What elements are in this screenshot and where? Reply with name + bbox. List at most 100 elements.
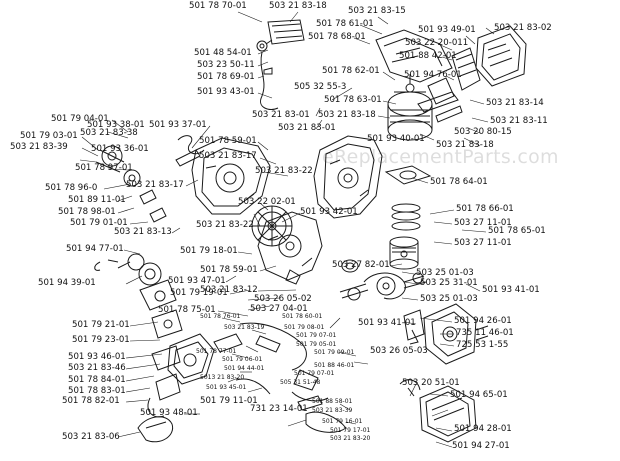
part-label: 501 94 77-01 [66,244,124,254]
part-label: 503 22 20-011 [405,38,469,48]
part-label: 503 21 83-46 [68,363,126,373]
part-label: 501 94 65-01 [450,390,508,400]
part-label: 501 48 54-01 [194,48,252,58]
part-label: 503 21 83-18 [318,110,376,120]
crankshaft [339,272,427,301]
part-label: 501 79 23-01 [72,335,130,345]
part-label: 501 93 43-01 [197,87,255,97]
part-label: 725 53 1-55 [456,340,509,350]
part-label: 503 21 83-22 [196,220,254,230]
part-label: 503 21 83-20 [330,435,371,442]
part-label: 501 79 03-01 [20,131,78,141]
cylinder [387,74,433,141]
handle-grip [137,345,181,443]
part-label: 501 78 75-01 [158,305,216,315]
part-label: 501 79 07-01 [294,370,335,377]
part-label: 501 94 44-01 [224,365,265,372]
part-label: 501 94 26-01 [454,316,512,326]
part-label: 503 21 83-11 [490,116,548,126]
part-label: 503 21 83-17 [126,180,184,190]
part-label: 501 79 09-01 [314,349,355,356]
crankcase [313,135,383,219]
air-filter-cover [475,25,527,87]
part-label: 503 21 83-02 [494,23,552,33]
part-label: 501 89 11-01 [68,195,126,205]
throttle-cable [235,322,329,402]
part-label: 501 79 07-01 [296,332,337,339]
part-label: 503 21 83-13 [114,227,172,237]
part-label: 501 79 05-01 [296,341,337,348]
part-label: 501 94 28-01 [454,424,512,434]
part-label: 503 21 83-01 [252,110,310,120]
part-label: 503 27 82-01 [332,260,390,270]
muffler [399,379,477,443]
part-label: 503 25 01-03 [416,268,474,278]
part-label: 501 79 18-01 [180,246,238,256]
part-label: 501 93 49-01 [418,25,476,35]
part-label: 501 93 36-01 [91,144,149,154]
ignition-coil [256,19,305,110]
cylinder-gasket [384,165,432,185]
part-label: 501 78 64-01 [430,177,488,187]
part-label: 503 27 11-01 [454,218,512,228]
part-label: 503 25 31-01 [420,278,478,288]
part-label: 501 78 82-01 [62,396,120,406]
part-label: 503 21 83-01 [278,123,336,133]
clutch-spring [175,135,205,167]
part-label: 501 79 11-01 [200,396,258,406]
part-label: 501 93 37-01 [149,120,207,130]
part-label: 503 21 83-15 [348,6,406,16]
part-label: 503 21 83-39 [312,407,353,414]
part-label: 503 20 80-15 [454,127,512,137]
part-label: 501 93 40-01 [367,134,425,144]
air-filter [451,47,481,91]
part-label: 501 78 60-01 [282,313,323,320]
piston [389,236,419,270]
part-label: 503 21 83-18 [269,1,327,11]
part-label: 503 26 05-02 [254,294,312,304]
part-label: 501 79 16-01 [322,418,363,425]
part-label: 501 78 77-01 [196,348,237,355]
part-label: 501 78 84-01 [68,375,126,385]
carburetor [423,303,489,365]
starter-pulley [95,145,167,223]
part-label: 503 21 83-18 [436,140,494,150]
watermark: eReplacementParts.com [322,146,559,168]
part-label: 503 21 83-06 [62,432,120,442]
part-label: 501 78 98-01 [58,207,116,217]
part-label: 503 21 83-39 [10,142,68,152]
part-label: 501 88 42-01 [399,51,457,61]
part-label: 503 21 83-14 [486,98,544,108]
part-label: 501 78 96-0 [45,183,98,193]
part-label: 501 93 42-01 [300,207,358,217]
part-label: 501 78 63-01 [324,95,382,105]
part-label: 501 78 62-01 [322,66,380,76]
part-label: 503 21 83-22 [255,166,313,176]
part-label: 501 94 27-01 [452,441,510,451]
part-label: 501 79 08-01 [284,324,325,331]
part-label: 503 21 83-19 [224,324,265,331]
part-label: 501 93 48-01 [140,408,198,418]
part-label: 735 11 46-01 [456,328,514,338]
part-label: 503 25 01-03 [420,294,478,304]
part-label: 501 78 83-01 [68,386,126,396]
cylinder-cover [375,29,453,83]
throttle-housing [167,333,243,385]
part-label: 501 78 61-01 [316,19,374,29]
part-label: 503 21 83-38 [80,128,138,138]
part-label: 501 79 19-01 [170,288,228,298]
carb-gasket [403,309,425,345]
part-label: 501 78 65-01 [488,226,546,236]
part-label: 501 93 45-01 [206,384,247,391]
part-label: 505 32 55-3 [294,82,347,92]
part-label: 501 93 46-01 [68,352,126,362]
part-label: 501 93 41-01 [358,318,416,328]
part-label: 503 26 05-03 [370,346,428,356]
part-label: 501 94 76-01 [404,70,462,80]
part-label: 501 78 69-01 [197,72,255,82]
part-label: 505 31 51-48 [280,379,321,386]
crankcase-half [257,211,323,285]
part-label: 501 79 01-01 [70,218,128,228]
part-label: 503 21 83-17 [199,151,257,161]
